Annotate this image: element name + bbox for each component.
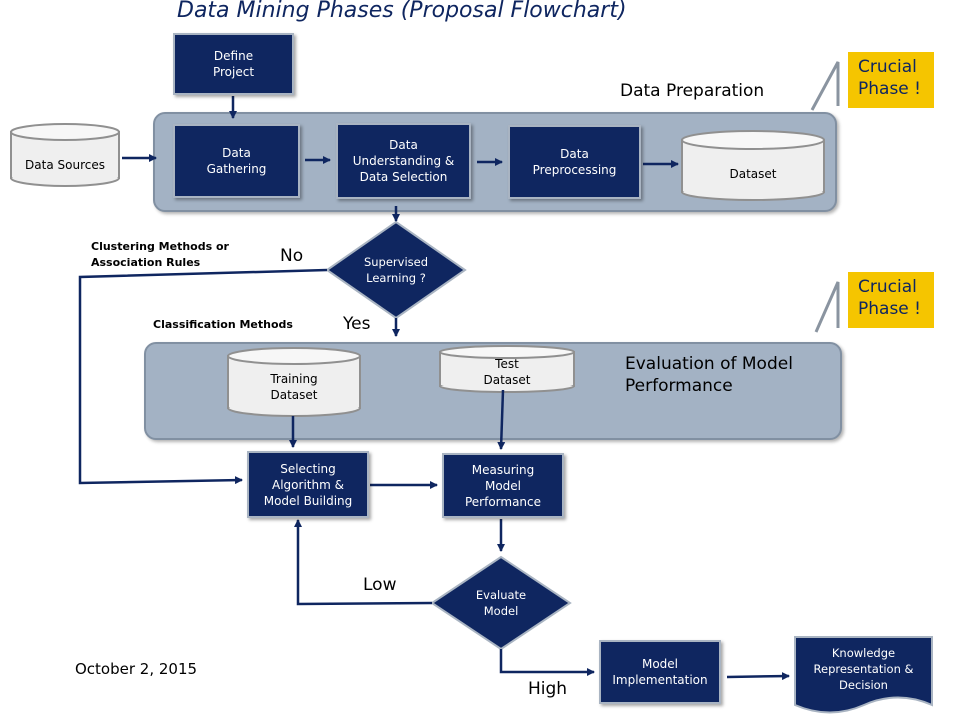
supervised-learning-label: Supervised Learning ? [363,255,429,285]
dataset-label: Dataset [729,167,777,181]
crucial-badge-preparation: Crucial Phase ! [848,52,934,108]
training-dataset-label: Training Dataset [270,372,318,402]
measuring-performance-box: Measuring Model Performance [442,453,564,518]
cylinder-test-dataset [439,345,575,393]
data-gathering-box: Data Gathering [173,124,300,198]
knowledge-representation-label: Knowledge Representation & Decision [813,646,914,692]
evaluate-model-label: Evaluate Model [475,588,527,618]
cylinder-data-sources [10,123,120,187]
page-title: Data Mining Phases (Proposal Flowchart) [177,0,627,23]
data-sources-label: Data Sources [25,158,105,172]
classification-methods-label: Classification Methods [153,318,293,331]
cylinder-training-dataset [227,347,361,417]
define-project-box: Define Project [173,33,294,95]
date-label: October 2, 2015 [75,660,198,678]
cylinder-dataset [681,130,825,201]
edge-label-low: Low [363,575,397,595]
callout-line-preparation [810,61,840,111]
model-implementation-box: Model Implementation [599,640,721,704]
test-dataset-label: Test Dataset [483,357,531,387]
edge-label-yes: Yes [343,314,371,334]
crucial-badge-evaluation: Crucial Phase ! [848,272,934,328]
callout-line-evaluation [814,281,840,333]
edge-label-no: No [280,246,304,266]
data-preparation-label: Data Preparation [620,81,765,101]
edge-label-high: High [528,679,568,699]
clustering-methods-label: Clustering Methods or Association Rules [91,240,229,269]
document-knowledge [794,636,933,714]
data-understanding-box: Data Understanding & Data Selection [336,123,471,199]
data-preprocessing-box: Data Preprocessing [508,125,641,199]
evaluation-label: Evaluation of Model Performance [625,354,793,396]
selecting-algorithm-box: Selecting Algorithm & Model Building [247,451,369,518]
